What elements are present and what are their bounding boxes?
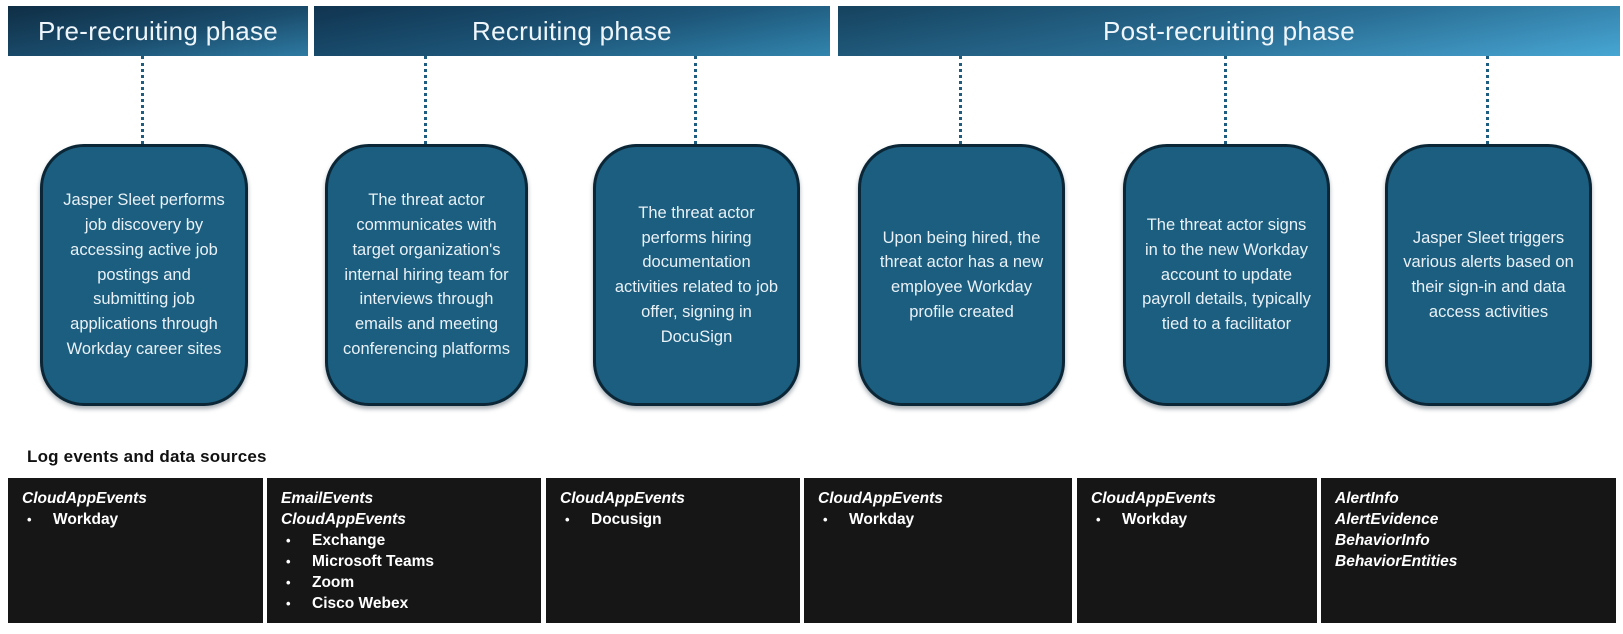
log-table-name: AlertInfo (1335, 490, 1399, 507)
step-box-hiring-documentation: The threat actor performs hiring documen… (593, 144, 800, 406)
log-table-name: AlertEvidence (1335, 511, 1439, 528)
log-cell-hiring-documentation: CloudAppEvents Docusign (546, 478, 800, 623)
log-table-name: EmailEvents (281, 490, 374, 507)
log-cell-profile-created: CloudAppEvents Workday (804, 478, 1072, 623)
log-source-item: Workday (22, 509, 251, 530)
log-sources-section-title: Log events and data sources (27, 447, 267, 466)
phase-header-pre-recruiting: Pre-recruiting phase (8, 6, 308, 56)
log-cell-interviews: EmailEvents CloudAppEvents Exchange Micr… (267, 478, 541, 623)
step-box-alerts-triggered: Jasper Sleet triggers various alerts bas… (1385, 144, 1592, 406)
log-cell-alerts: AlertInfo AlertEvidence BehaviorInfo Beh… (1321, 478, 1616, 623)
step-text: The threat actor performs hiring documen… (614, 203, 779, 346)
dotted-connector-line-1 (141, 56, 144, 144)
log-source-item: Zoom (281, 572, 529, 593)
log-table-name: CloudAppEvents (1091, 490, 1216, 507)
log-table-name: BehaviorInfo (1335, 532, 1430, 549)
step-text: Jasper Sleet performs job discovery by a… (63, 191, 225, 358)
log-table-name: CloudAppEvents (281, 511, 406, 528)
step-text: The threat actor signs in to the new Wor… (1142, 216, 1311, 334)
step-box-workday-profile-created: Upon being hired, the threat actor has a… (858, 144, 1065, 406)
phase-header-label: Pre-recruiting phase (37, 15, 279, 46)
dotted-connector-line-6 (1486, 56, 1489, 144)
log-table-name: CloudAppEvents (560, 490, 685, 507)
step-text: Jasper Sleet triggers various alerts bas… (1403, 228, 1574, 321)
step-text: The threat actor communicates with targe… (343, 191, 510, 358)
log-source-item: Microsoft Teams (281, 551, 529, 572)
dotted-connector-line-4 (959, 56, 962, 144)
phase-header-label: Post-recruiting phase (1103, 15, 1355, 46)
log-cell-payroll-update: CloudAppEvents Workday (1077, 478, 1317, 623)
phase-header-label: Recruiting phase (472, 15, 672, 46)
dotted-connector-line-3 (694, 56, 697, 144)
step-box-interviews: The threat actor communicates with targe… (325, 144, 528, 406)
log-table-name: CloudAppEvents (818, 490, 943, 507)
log-table-name: CloudAppEvents (22, 490, 147, 507)
log-table-name: BehaviorEntities (1335, 553, 1458, 570)
log-source-item: Cisco Webex (281, 593, 529, 614)
step-box-job-discovery: Jasper Sleet performs job discovery by a… (40, 144, 248, 406)
dotted-connector-line-5 (1224, 56, 1227, 144)
step-box-payroll-update: The threat actor signs in to the new Wor… (1123, 144, 1330, 406)
log-source-item: Exchange (281, 530, 529, 551)
dotted-connector-line-2 (424, 56, 427, 144)
log-source-item: Workday (1091, 509, 1305, 530)
log-source-item: Workday (818, 509, 1060, 530)
phase-header-recruiting: Recruiting phase (314, 6, 830, 56)
step-text: Upon being hired, the threat actor has a… (879, 228, 1044, 321)
phase-header-post-recruiting: Post-recruiting phase (838, 6, 1620, 56)
log-source-item: Docusign (560, 509, 788, 530)
log-cell-pre-recruiting: CloudAppEvents Workday (8, 478, 263, 623)
